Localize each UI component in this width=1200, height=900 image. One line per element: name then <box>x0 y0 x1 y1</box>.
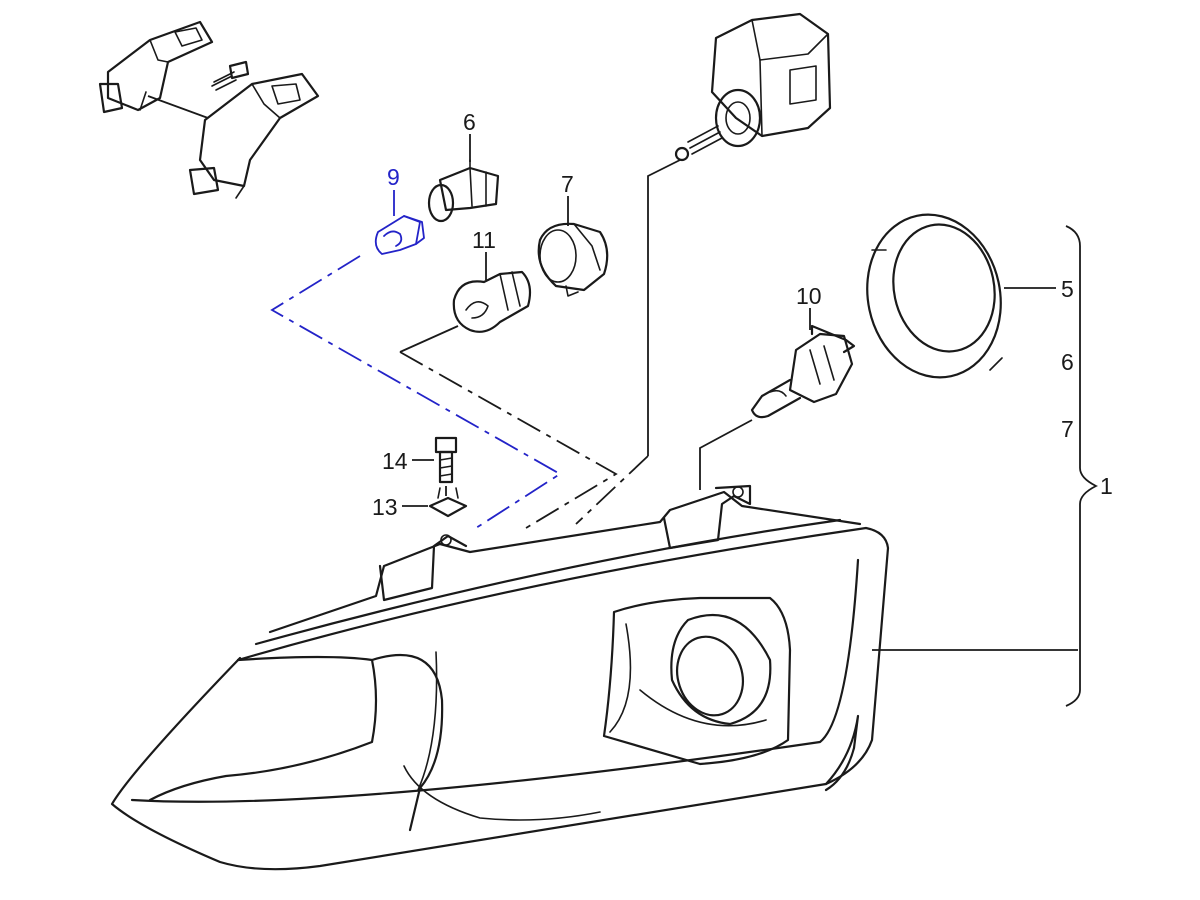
callout-13: 13 <box>372 494 398 520</box>
headlight-module-top[interactable] <box>674 12 832 162</box>
callout-11: 11 <box>472 227 496 253</box>
clip-screw[interactable] <box>211 60 250 91</box>
bulb-part-11[interactable] <box>452 270 532 333</box>
clip-nut-part-13[interactable] <box>428 487 468 518</box>
leader-11-to-housing <box>399 325 459 353</box>
callout-6-top: 6 <box>463 109 476 135</box>
wedge-bulb-part-9[interactable] <box>374 215 425 255</box>
callout-6-side: 6 <box>1061 349 1074 375</box>
connector-clip-lower[interactable] <box>188 72 320 199</box>
callout-1: 1 <box>1100 473 1113 499</box>
leader-10-to-housing <box>699 419 753 490</box>
bulb-holder-part-6[interactable] <box>427 159 500 223</box>
callout-7-top: 7 <box>561 171 574 197</box>
module-leader <box>647 159 681 456</box>
callout-14: 14 <box>382 448 408 474</box>
callout-5: 5 <box>1061 276 1074 302</box>
halogen-bulb-part-10[interactable] <box>750 324 856 419</box>
assembly-line-11 <box>399 351 618 529</box>
socket-part-7-top[interactable] <box>537 222 609 297</box>
clip-connector-line <box>147 95 209 119</box>
assembly-line-module <box>575 455 649 525</box>
assembly-line-9 <box>270 255 562 529</box>
callout-9: 9 <box>387 164 400 190</box>
callout-10: 10 <box>796 283 822 309</box>
group-bracket-1 <box>1065 225 1099 707</box>
connector-clip-upper[interactable] <box>98 20 214 114</box>
callout-7-side: 7 <box>1061 416 1074 442</box>
headlight-housing-part-1[interactable] <box>110 484 890 871</box>
retaining-ring-part-5[interactable] <box>852 202 1015 390</box>
screw-part-14[interactable] <box>434 436 458 484</box>
